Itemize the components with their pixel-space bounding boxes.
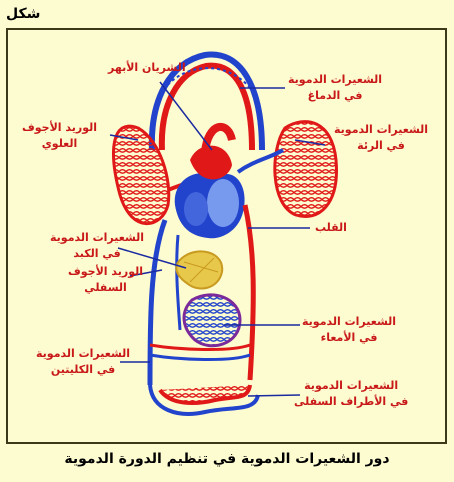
- heart: [174, 122, 245, 239]
- label-heart: القلب: [315, 221, 347, 234]
- label-aorta: الشريان الأبهر: [108, 61, 186, 74]
- figure-caption: دور الشعيرات الدموية في تنظيم الدورة الد…: [64, 451, 390, 467]
- diagram-frame: [6, 28, 447, 444]
- descending-vessels: [147, 204, 256, 386]
- intestine-capillaries: [182, 293, 242, 348]
- liver-capillaries: [175, 250, 224, 290]
- lung-right: [236, 120, 338, 218]
- limb-capillaries: [148, 384, 260, 416]
- leader-lines: [109, 81, 326, 397]
- brain-capillaries: [148, 51, 265, 151]
- kidney-loop: [149, 343, 251, 362]
- figure-label: شكل: [6, 6, 41, 22]
